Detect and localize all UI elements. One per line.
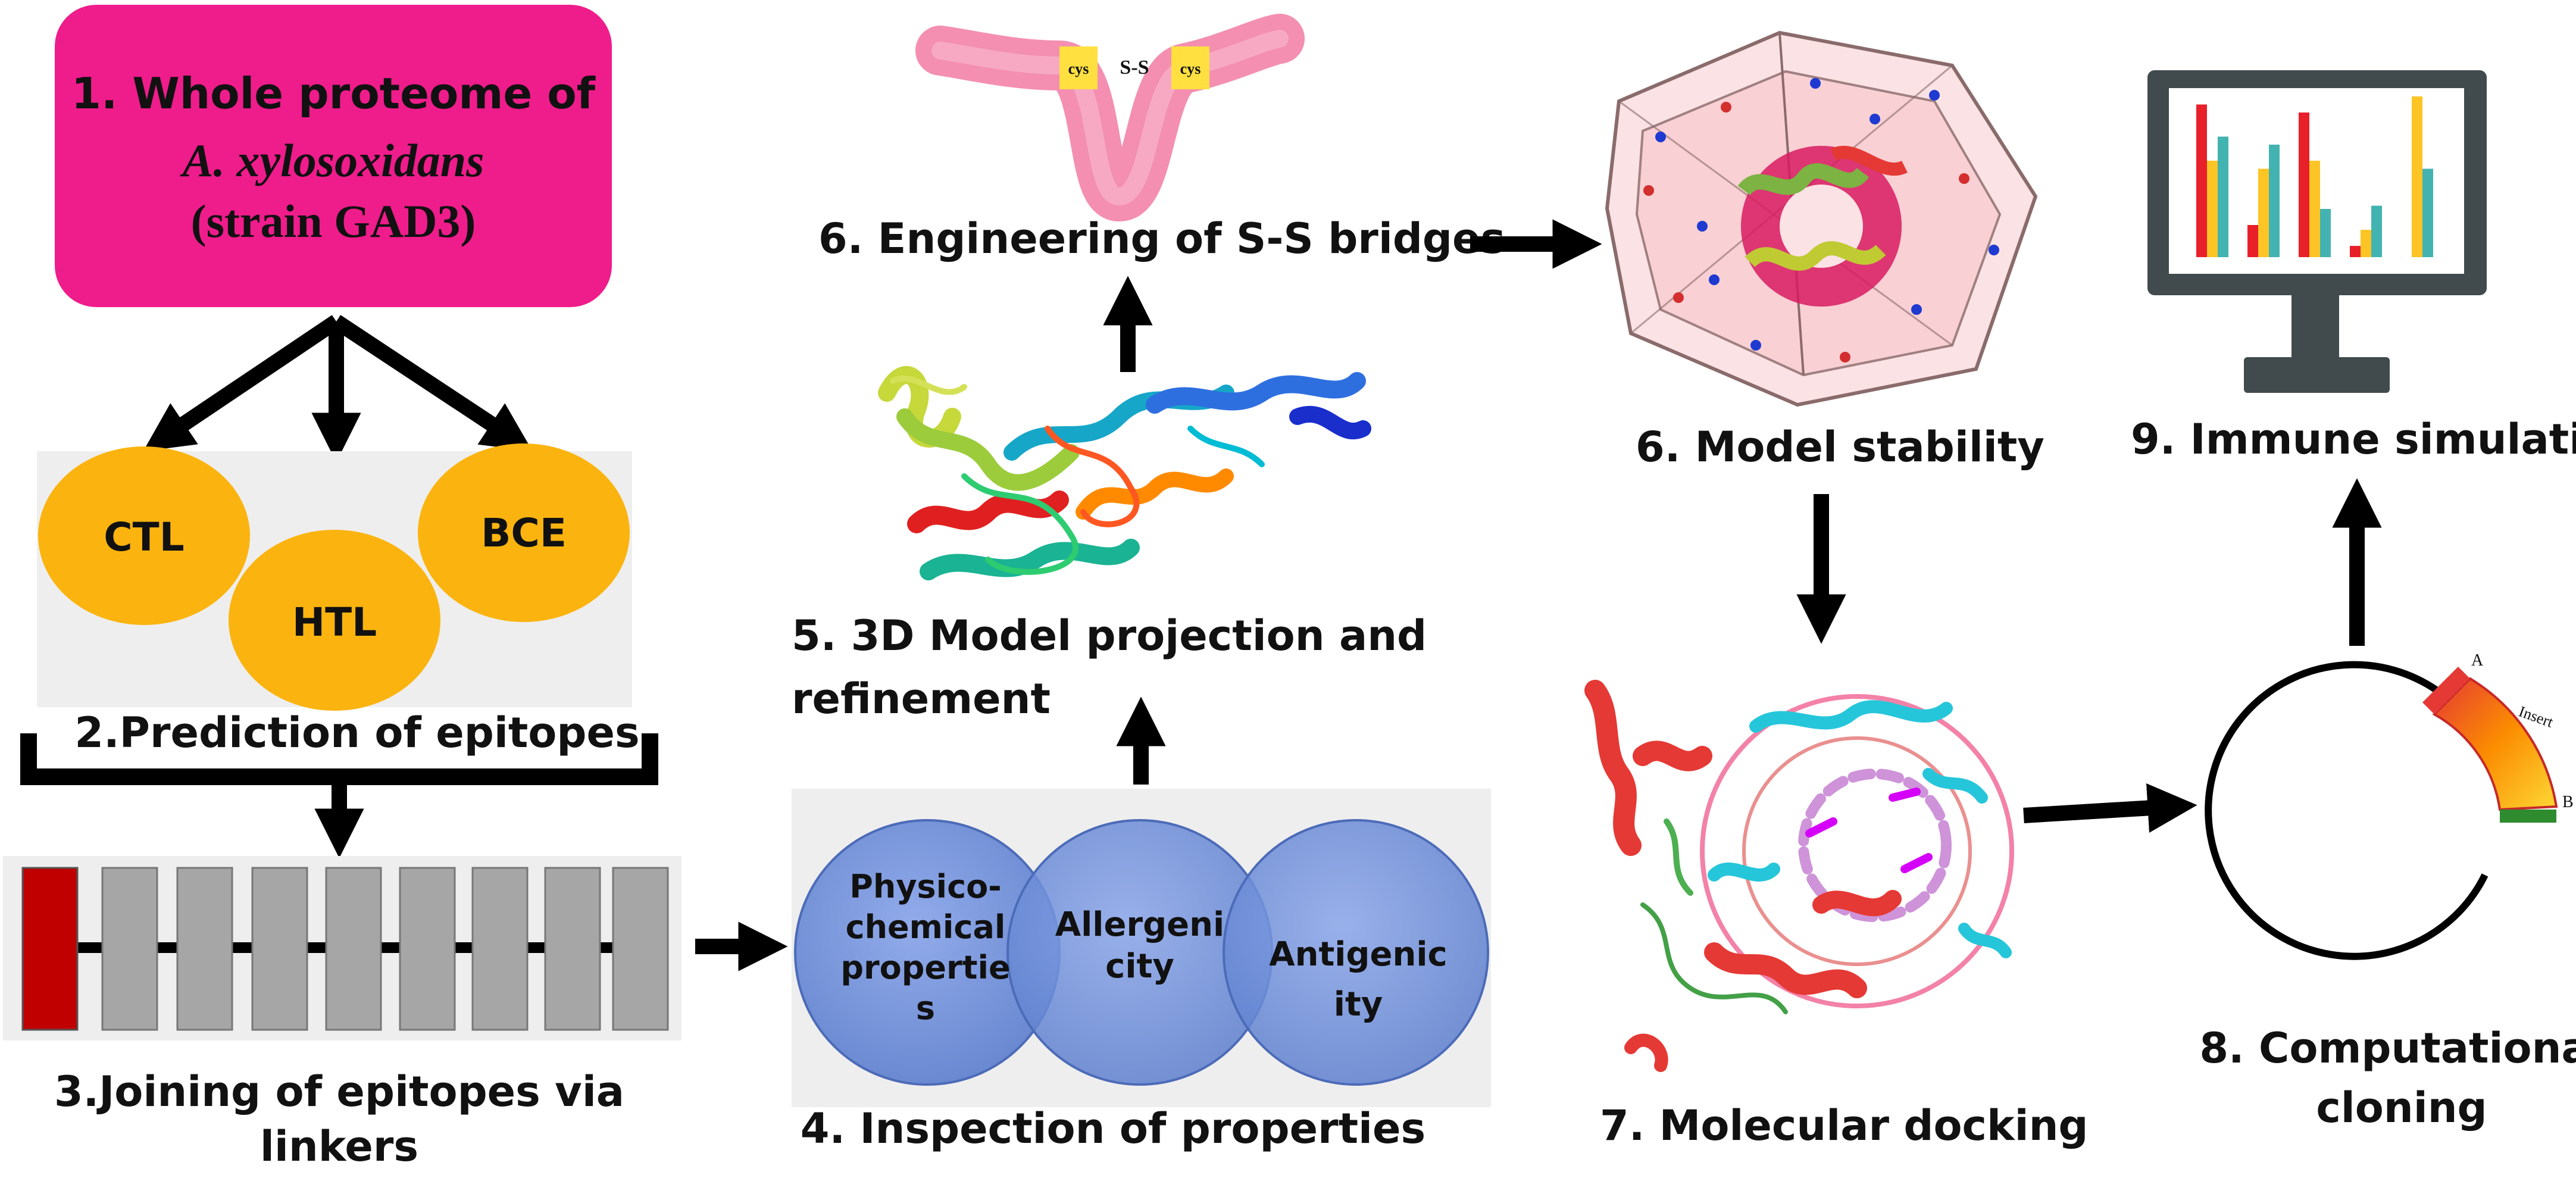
cloning-caption-line1: 8. Computational <box>2199 1024 2576 1073</box>
htl-label: HTL <box>292 599 377 645</box>
proteome-line3: (strain GAD3) <box>191 195 476 247</box>
immune-bar-teal <box>2371 205 2382 257</box>
proteome-line2: A. xylosoxidans <box>179 135 484 186</box>
insert-end-a <box>2422 667 2470 714</box>
model-caption-line2: refinement <box>792 674 1051 723</box>
physico-line1: Physico- <box>849 868 1001 905</box>
step1-proteome: 1. Whole proteome of A. xylosoxidans (st… <box>55 5 612 307</box>
ssbridges-caption: 6. Engineering of S-S bridges <box>818 214 1505 263</box>
linker-block-red <box>21 867 79 1031</box>
immune-bar-yellow <box>2258 168 2269 257</box>
plasmid-ring <box>2205 661 2489 960</box>
arrow-docking-to-cloning <box>2023 783 2197 833</box>
linker-gray-blocks <box>101 867 669 1031</box>
step7-docking: 7. Molecular docking <box>1584 680 2089 1150</box>
step2-epitopes: CTL BCE HTL 2.Prediction of epitopes <box>37 443 640 757</box>
step6-ss-bridges: cys cys S-S 6. Engineering of S-S bridge… <box>818 14 1505 263</box>
immune-bar-yellow <box>2361 230 2371 257</box>
linker-block <box>612 867 669 1031</box>
immune-bar-teal <box>2320 209 2331 257</box>
immune-bar-red <box>2247 225 2258 257</box>
step8-cloning: A Insert B 8. Computational cloning <box>2199 651 2576 1132</box>
immune-bar-chart <box>2196 96 2433 257</box>
step3-linkers: 3.Joining of epitopes via linkers <box>3 856 681 1171</box>
physico-label: Physico- chemical propertie s <box>840 868 1010 1027</box>
plasmid-insert <box>2432 677 2558 811</box>
allergenicity-label: Allergeni city <box>1055 905 1224 986</box>
linker-block <box>471 867 529 1031</box>
insert-label-a: A <box>2471 651 2484 670</box>
docking-complex-image <box>1584 680 2014 1072</box>
immune-bar-yellow <box>2207 161 2218 257</box>
step6-model-stability: 6. Model stability <box>1605 30 2044 471</box>
joining-bracket <box>20 733 658 858</box>
step4-inspection: Physico- chemical propertie s Allergeni … <box>792 789 1491 1153</box>
joining-caption-line2: linkers <box>260 1122 418 1171</box>
linker-block <box>325 867 382 1031</box>
protein-ribbon-image <box>878 366 1371 580</box>
immune-bar-yellow <box>2412 96 2422 257</box>
linker-block <box>399 867 456 1031</box>
proteome-arrows <box>143 315 533 463</box>
cys-right-box <box>1171 46 1209 89</box>
inspection-caption: 4. Inspection of properties <box>801 1104 1425 1153</box>
ctl-circle <box>38 446 250 625</box>
monitor-base <box>2244 357 2390 393</box>
bce-circle <box>418 443 630 622</box>
physico-line2: chemical <box>846 908 1006 946</box>
bce-label: BCE <box>481 510 567 556</box>
immune-bar-red <box>2299 113 2309 257</box>
epitopes-caption: 2.Prediction of epitopes <box>74 708 639 757</box>
ss-bond-label: S-S <box>1120 57 1149 79</box>
immune-caption: 9. Immune simulations <box>2131 415 2576 464</box>
step5-3d-model: 5. 3D Model projection and refinement <box>792 366 1427 723</box>
model-caption-line1: 5. 3D Model projection and <box>792 611 1427 660</box>
htl-circle <box>229 530 440 711</box>
immune-bar-red <box>2350 246 2361 257</box>
cloning-caption-line2: cloning <box>2316 1083 2487 1132</box>
cys-left-label: cys <box>1068 60 1089 77</box>
stability-caption: 6. Model stability <box>1636 423 2044 471</box>
immune-bar-teal <box>2422 168 2433 257</box>
allergenicity-line2: city <box>1105 947 1174 986</box>
immune-bar-red <box>2196 104 2207 257</box>
immune-bar-teal <box>2218 136 2228 257</box>
antigenicity-label: Antigenic ity <box>1269 935 1448 1024</box>
ctl-label: CTL <box>104 514 185 560</box>
arrow-to-bce <box>332 315 533 451</box>
antigenicity-circle <box>1223 819 1489 1086</box>
proteome-line1: 1. Whole proteome of <box>71 68 596 118</box>
step9-immune: 9. Immune simulations <box>2131 70 2576 464</box>
physico-line4: s <box>916 989 935 1027</box>
linker-block <box>176 867 233 1031</box>
cys-left-box <box>1059 46 1098 89</box>
docking-caption: 7. Molecular docking <box>1600 1101 2089 1150</box>
linker-block <box>251 867 308 1031</box>
allergenicity-line1: Allergeni <box>1055 905 1224 944</box>
arrow-to-ctl <box>143 315 341 452</box>
antigenicity-line2: ity <box>1334 985 1383 1024</box>
immune-bar-teal <box>2269 145 2280 257</box>
md-ions <box>1643 78 1999 363</box>
physico-line3: propertie <box>840 949 1010 986</box>
proteome-box <box>55 5 612 307</box>
insert-end-b <box>2500 810 2556 823</box>
joining-caption-line1: 3.Joining of epitopes via <box>54 1067 624 1116</box>
md-box-image <box>1605 30 2038 407</box>
linker-block <box>544 867 601 1031</box>
linker-block <box>101 867 158 1031</box>
insert-label-b: B <box>2562 793 2574 811</box>
antigenicity-line1: Antigenic <box>1269 935 1448 974</box>
cys-right-label: cys <box>1180 60 1201 77</box>
immune-bar-yellow <box>2309 161 2320 257</box>
monitor-neck <box>2291 295 2339 361</box>
